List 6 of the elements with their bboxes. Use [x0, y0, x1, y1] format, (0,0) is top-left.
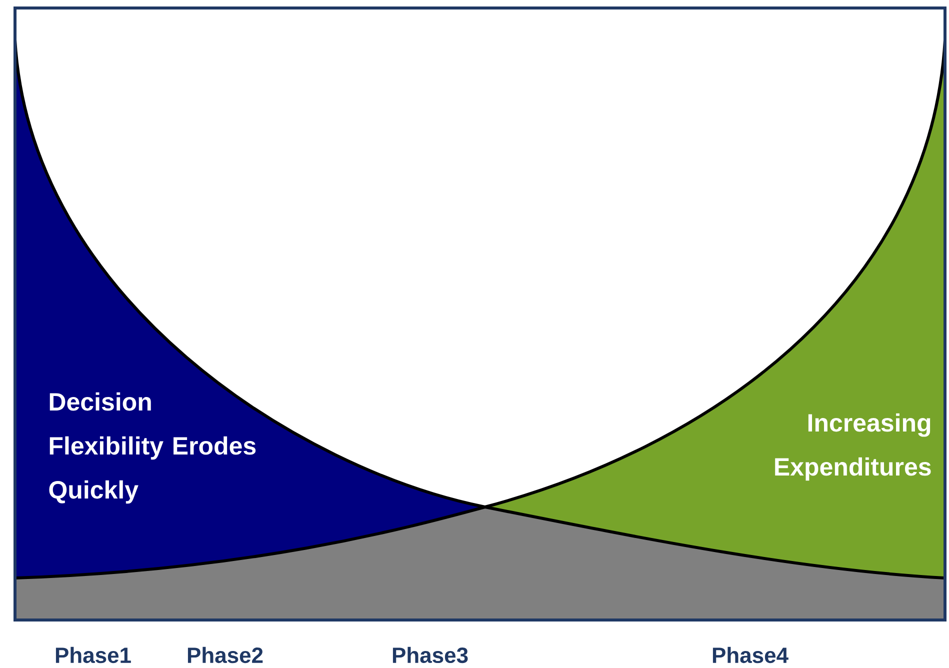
phase-label: Phase1 — [56, 646, 131, 664]
phase-label: Phase2 — [188, 646, 263, 664]
phase-label: Phase4 — [712, 646, 788, 664]
phase-label: Phase3 — [392, 646, 468, 664]
flexibility-region: Decision Flexibility Erodes Quickly — [15, 40, 485, 578]
expenditure-region: Increasing Expenditures — [485, 40, 945, 578]
